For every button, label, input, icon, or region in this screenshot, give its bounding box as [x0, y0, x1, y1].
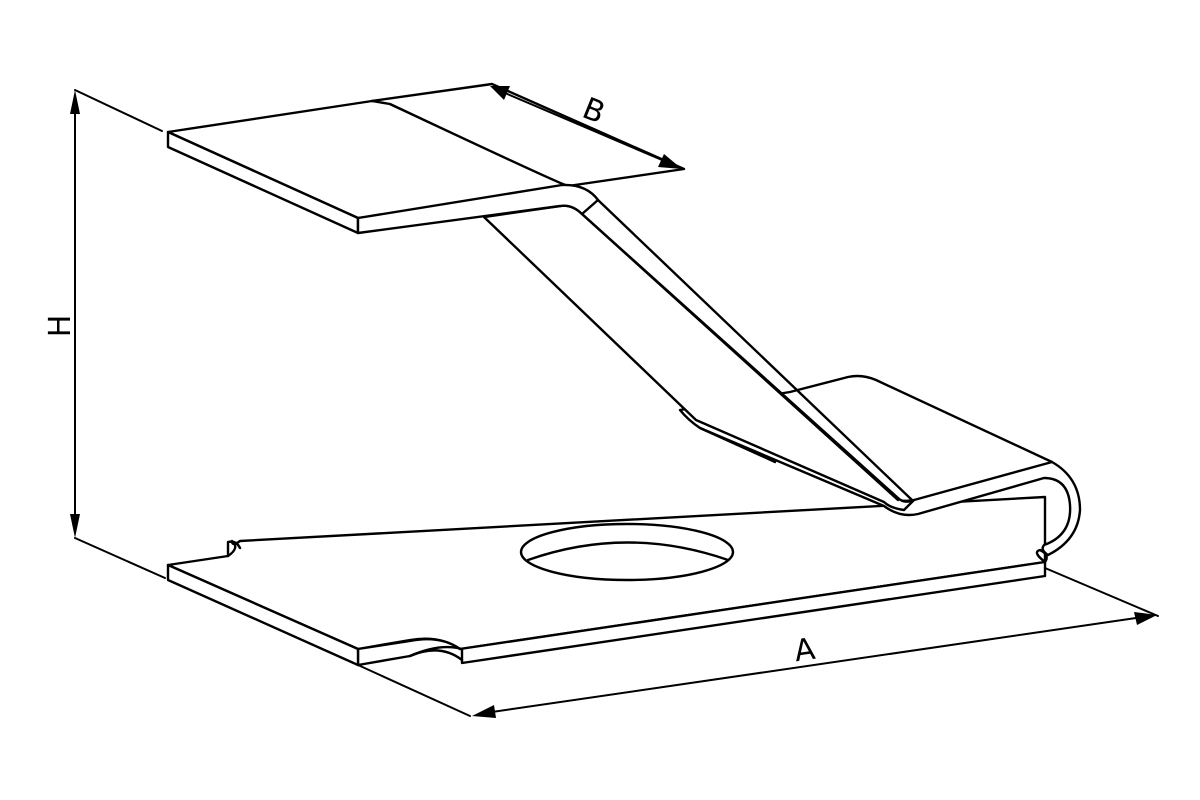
diagonal-web	[482, 183, 916, 512]
dimension-a-label: A	[792, 632, 818, 670]
dimension-b-label: B	[577, 91, 609, 131]
dimension-h-label: H	[43, 315, 78, 338]
base-plate	[166, 495, 1048, 667]
dimension-h: H	[43, 89, 166, 579]
dimension-b: B	[490, 86, 682, 169]
top-tab	[166, 82, 686, 235]
mounting-hole	[519, 522, 735, 582]
